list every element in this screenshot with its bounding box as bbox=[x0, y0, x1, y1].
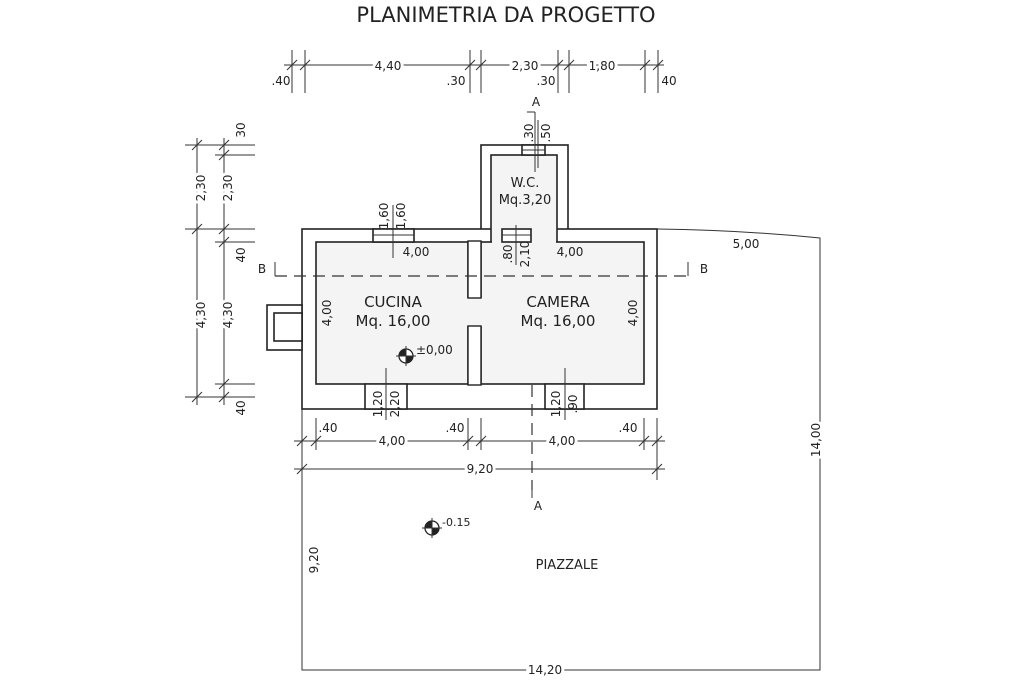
site-boundary bbox=[301, 228, 821, 671]
dim-label: 30 bbox=[234, 122, 248, 137]
room-area-camera: Mq. 16,00 bbox=[521, 312, 596, 330]
level-label-exterior: -0.15 bbox=[442, 516, 470, 529]
dim-label: .40 bbox=[618, 421, 637, 435]
dim-label: 4,00 bbox=[549, 434, 576, 448]
section-label-a-top: A bbox=[532, 95, 541, 109]
room-camera bbox=[480, 241, 645, 385]
level-label-interior: ±0,00 bbox=[416, 343, 453, 357]
building-walls bbox=[266, 144, 658, 410]
section-line-b: B B bbox=[258, 262, 708, 277]
dim-label: 1,20 bbox=[371, 391, 385, 418]
level-marker-icon bbox=[422, 518, 442, 538]
dim-label: 4,00 bbox=[626, 300, 640, 327]
dim-label: .30 bbox=[522, 123, 536, 142]
dim-label: .80 bbox=[501, 244, 515, 263]
room-area-cucina: Mq. 16,00 bbox=[356, 312, 431, 330]
dim-label: .40 bbox=[271, 74, 290, 88]
dim-label: 1,60 bbox=[377, 203, 391, 230]
drawing-title: PLANIMETRIA DA PROGETTO bbox=[356, 3, 655, 27]
opening-labels: 1,60 1,60 .30 .50 .80 2,10 1,20 2,20 1,2… bbox=[371, 120, 580, 420]
dim-label: .90 bbox=[566, 394, 580, 413]
section-label-b-right: B bbox=[700, 262, 708, 276]
dim-label: 2,10 bbox=[518, 241, 532, 268]
dim-label: 4,40 bbox=[375, 59, 402, 73]
level-marker-icon bbox=[396, 346, 416, 366]
dim-label: 4,00 bbox=[320, 300, 334, 327]
dim-label: 5,00 bbox=[733, 237, 760, 251]
dim-label: 1,20 bbox=[549, 391, 563, 418]
section-label-b-left: B bbox=[258, 262, 266, 276]
dimension-bottom: .40 4,00 .40 4,00 .40 9,20 bbox=[294, 418, 665, 480]
dim-label: 14,00 bbox=[809, 423, 823, 457]
dim-label: 9,20 bbox=[307, 547, 321, 574]
room-name-wc: W.C. bbox=[511, 176, 540, 191]
dimension-left: 2,30 2,30 30 40 4,30 4,30 40 bbox=[185, 122, 255, 416]
room-area-wc: Mq.3,20 bbox=[499, 193, 552, 208]
dim-label: 2,30 bbox=[221, 175, 235, 202]
room-name-cucina: CUCINA bbox=[364, 293, 423, 311]
dim-label: .40 bbox=[318, 421, 337, 435]
dim-label: 1,80 bbox=[589, 59, 616, 73]
area-name-piazzale: PIAZZALE bbox=[536, 558, 599, 573]
dim-label: .50 bbox=[539, 123, 553, 142]
dim-label: 4,00 bbox=[379, 434, 406, 448]
dim-label: 1,60 bbox=[394, 203, 408, 230]
section-line-a: A A bbox=[527, 95, 543, 513]
dim-label: 40 bbox=[234, 247, 248, 262]
room-name-camera: CAMERA bbox=[526, 293, 590, 311]
dim-label: .40 bbox=[445, 421, 464, 435]
dim-label: 4,30 bbox=[194, 302, 208, 329]
dim-label: 4,30 bbox=[221, 302, 235, 329]
dim-label: 2,30 bbox=[194, 175, 208, 202]
dim-label: 14,20 bbox=[528, 663, 562, 677]
dim-label: 2,30 bbox=[512, 59, 539, 73]
dim-label: 40 bbox=[661, 74, 676, 88]
dim-label: 4,00 bbox=[557, 245, 584, 259]
dim-label: .30 bbox=[536, 74, 555, 88]
dim-label: 2,20 bbox=[388, 391, 402, 418]
dim-label: 9,20 bbox=[467, 462, 494, 476]
section-label-a-bottom: A bbox=[534, 499, 543, 513]
dim-label: .30 bbox=[446, 74, 465, 88]
dim-label: 40 bbox=[234, 400, 248, 415]
dimension-top: .40 4,40 .30 2,30 .30 1,80 40 bbox=[271, 50, 677, 93]
dim-label: 4,00 bbox=[403, 245, 430, 259]
